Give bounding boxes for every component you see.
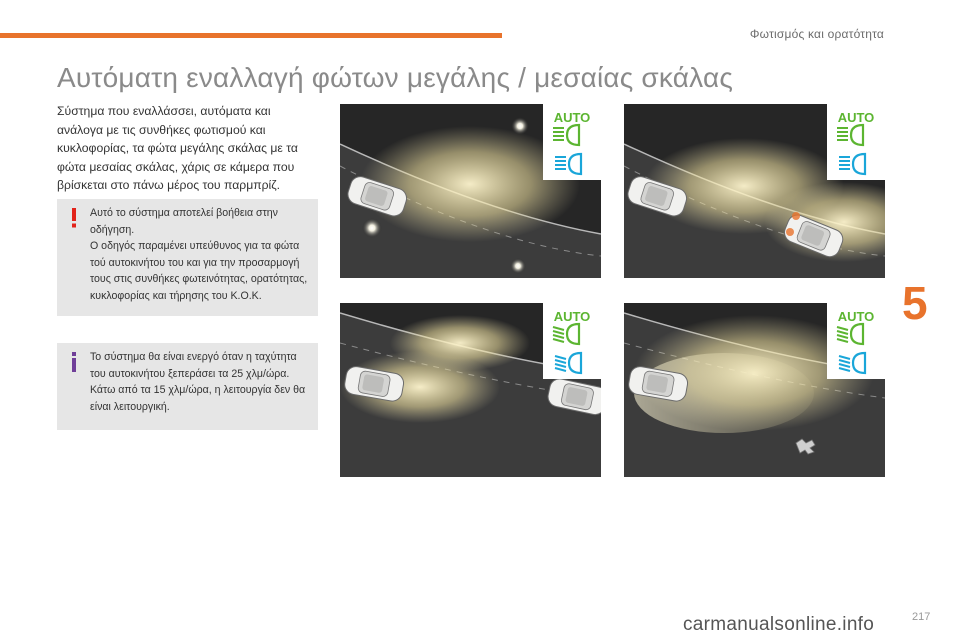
watermark: carmanualsonline.info — [683, 614, 875, 635]
info-icon — [69, 352, 79, 378]
section-title: Φωτισμός και ορατότητα — [749, 27, 884, 41]
auto-low-beam-icon — [827, 303, 885, 379]
page-title: Αυτόματη εναλλαγή φώτων μεγάλης / μεσαία… — [57, 62, 734, 93]
auto-high-beam-icon — [827, 104, 885, 180]
info-note: Το σύστημα θα είναι ενεργό όταν η ταχύτη… — [57, 343, 318, 430]
auto-high-beam-icon — [543, 104, 601, 180]
scene-preceding-vehicle — [340, 303, 601, 477]
scene-high-beam-streetlights — [340, 104, 601, 278]
auto-low-beam-icon — [543, 303, 601, 379]
accent-bar — [0, 33, 502, 38]
info-line-2: Κάτω από τα 15 χλμ/ώρα, η λειτουργία δεν… — [90, 384, 306, 413]
info-line-1: Το σύστημα θα είναι ενεργό όταν η ταχύτη… — [90, 351, 297, 380]
warning-line-2: Ο οδηγός παραμένει υπεύθυνος για τα φώτα… — [90, 240, 308, 302]
warning-note: Αυτό το σύστημα αποτελεί βοήθεια στην οδ… — [57, 199, 318, 316]
warning-line-1: Αυτό το σύστημα αποτελεί βοήθεια στην οδ… — [90, 207, 278, 236]
intro-text: Σύστημα που εναλλάσσει, αυτόματα και ανά… — [57, 104, 298, 192]
page-number: 217 — [912, 611, 931, 623]
exclamation-icon — [69, 208, 79, 234]
scene-oncoming-vehicle — [624, 104, 885, 278]
scene-fog — [624, 303, 885, 477]
chapter-number: 5 — [902, 277, 928, 329]
